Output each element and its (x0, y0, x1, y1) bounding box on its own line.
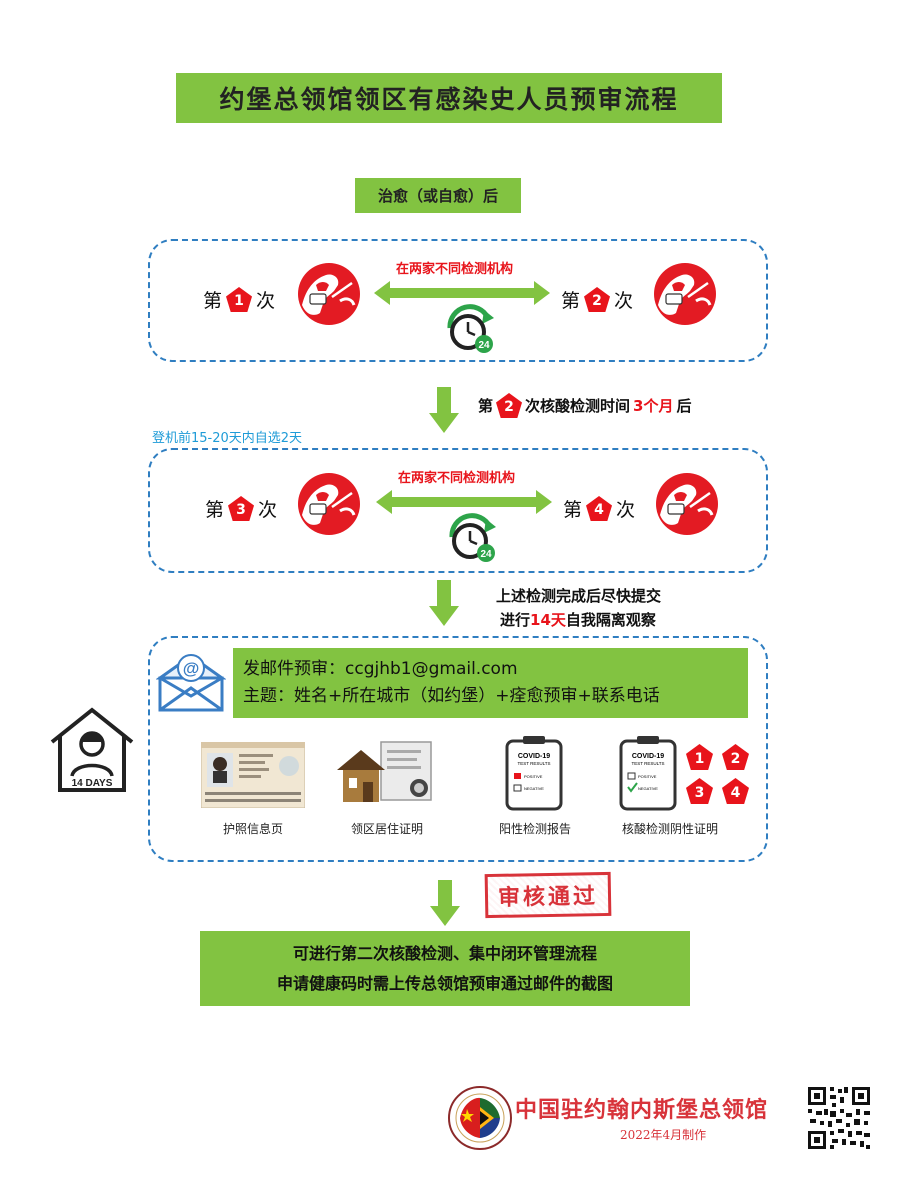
test-round-1-label: 第 1 次 (203, 286, 275, 313)
home-quarantine-icon: 14 DAYS (50, 707, 134, 792)
document-caption-residence: 领区居住证明 (350, 822, 423, 836)
residence-certificate-icon (337, 741, 432, 802)
round-number-badge: 3 (686, 778, 713, 804)
institutions-note-2: 在两家不同检测机构 (398, 471, 516, 486)
svg-text:TEST RESULTS: TEST RESULTS (517, 761, 550, 766)
email-instructions: 发邮件预审：ccgjhb1@gmail.com 主题：姓名+所在城市（如约堡）+… (233, 648, 748, 718)
test-block-1 (148, 239, 768, 362)
svg-text:TEST RESULTS: TEST RESULTS (631, 761, 664, 766)
document-caption-negative-proof: 核酸检测阴性证明 (621, 822, 718, 836)
svg-text:NEGATIVE: NEGATIVE (638, 786, 658, 791)
email-envelope-icon: @ (156, 654, 226, 712)
positive-report-icon: COVID-19 TEST RESULTS POSITIVE NEGATIVE (505, 736, 563, 811)
email-subject-line: 主题：姓名+所在城市（如约堡）+痊愈预审+联系电话 (243, 686, 660, 706)
svg-text:COVID-19: COVID-19 (632, 753, 664, 760)
test-block-2 (148, 448, 768, 573)
round-number-badge: 2 (496, 393, 523, 418)
down-arrow-icon (430, 880, 460, 926)
institutions-note-1: 在两家不同检测机构 (396, 262, 514, 277)
clock-24-icon: 24 (447, 304, 494, 353)
submission-note: 上述检测完成后尽快提交 进行14天自我隔离观察 (496, 587, 662, 629)
negative-proof-icon: COVID-19 TEST RESULTS POSITIVE NEGATIVE (619, 736, 677, 811)
swab-test-icon (298, 473, 360, 535)
email-address-line[interactable]: 发邮件预审：ccgjhb1@gmail.com (243, 659, 518, 679)
page-title: 约堡总领馆领区有感染史人员预审流程 (176, 73, 722, 123)
round-number-badge: 1 (686, 744, 713, 770)
svg-text:POSITIVE: POSITIVE (524, 774, 543, 779)
round-number-badge: 4 (586, 496, 613, 521)
at-symbol: @ (183, 659, 200, 678)
swab-test-icon (656, 473, 718, 535)
svg-text:POSITIVE: POSITIVE (638, 774, 657, 779)
round-number-badge: 3 (228, 496, 255, 521)
double-arrow-icon (376, 490, 552, 514)
boarding-window-note: 登机前15-20天内自选2天 (152, 431, 303, 446)
document-caption-passport: 护照信息页 (222, 822, 283, 836)
swab-test-icon (298, 263, 360, 325)
document-caption-positive-report: 阳性检测报告 (498, 822, 571, 836)
double-arrow-icon (374, 281, 550, 305)
submission-block (148, 636, 768, 862)
passport-page-icon (201, 742, 305, 808)
test-number-badges: 1 2 3 4 (686, 744, 750, 804)
quarantine-days-label: 14 DAYS (72, 778, 113, 789)
svg-text:NEGATIVE: NEGATIVE (524, 786, 544, 791)
svg-text:COVID-19: COVID-19 (518, 753, 550, 760)
final-instructions: 可进行第二次核酸检测、集中闭环管理流程 申请健康码时需上传总领馆预审通过邮件的截… (200, 931, 690, 1006)
clock-badge-text: 24 (480, 549, 492, 560)
round-number-badge: 1 (226, 287, 253, 312)
down-arrow-icon (429, 387, 459, 433)
test-round-2-label: 第 2 次 (561, 286, 633, 313)
swab-test-icon (654, 263, 716, 325)
after-recovery-label: 治愈（或自愈）后 (355, 178, 521, 213)
clock-24-icon: 24 (449, 513, 496, 562)
production-date: 2022年4月制作 (620, 1128, 707, 1142)
test-round-3-label: 第 3 次 (205, 495, 277, 522)
consulate-seal-icon (448, 1086, 512, 1150)
test-round-4-label: 第 4 次 (563, 495, 635, 522)
down-arrow-icon (429, 580, 459, 626)
round-number-badge: 2 (722, 744, 749, 770)
round-number-badge: 4 (722, 778, 749, 804)
consulate-name: 中国驻约翰内斯堡总领馆 (515, 1097, 769, 1123)
qr-code-icon[interactable] (806, 1085, 872, 1151)
clock-badge-text: 24 (478, 340, 490, 351)
round-number-badge: 2 (584, 287, 611, 312)
approved-stamp: 审核通过 (484, 871, 612, 919)
